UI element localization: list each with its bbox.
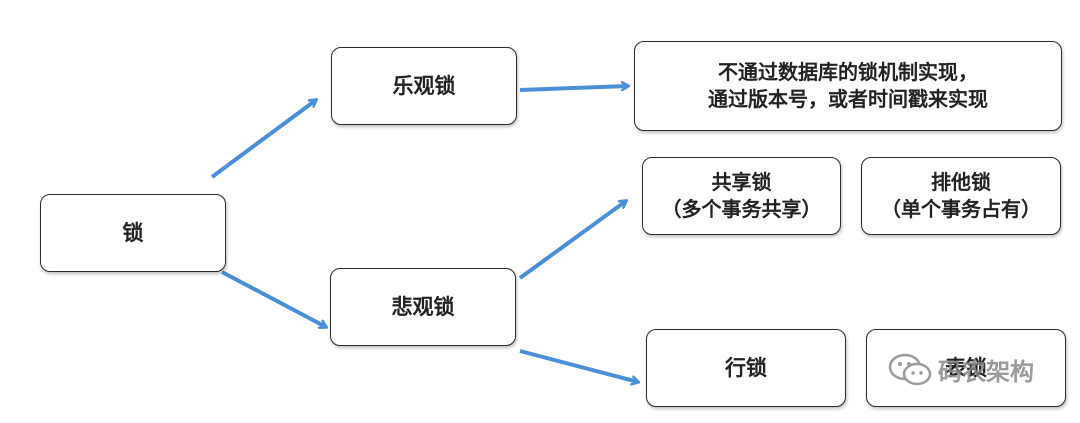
arrow-pessimistic-to-row <box>519 349 638 382</box>
arrow-lock-to-pessimistic <box>221 270 326 327</box>
node-optimistic-lock-label: 乐观锁 <box>392 73 456 98</box>
node-table-lock-label: 表锁 <box>945 355 987 380</box>
shared-lock-line-2: （多个事务共享） <box>661 197 822 221</box>
exclusive-lock-line-2: （单个事务占有） <box>881 197 1041 221</box>
optimistic-description-line-1: 不通过数据库的锁机制实现， <box>718 60 978 84</box>
wechat-icon <box>888 353 932 385</box>
arrow-optimistic-to-desc <box>519 86 628 92</box>
watermark-text: 码农架构 <box>938 358 1034 386</box>
optimistic-description-line-2: 通过版本号，或者时间戳来实现 <box>708 87 988 111</box>
node-row-lock-label: 行锁 <box>725 355 767 380</box>
node-exclusive-lock: 排他锁 （单个事务占有） <box>861 157 1061 235</box>
node-lock: 锁 <box>40 194 226 272</box>
node-pessimistic-lock-label: 悲观锁 <box>391 294 455 319</box>
node-table-lock: 表锁 <box>866 329 1066 407</box>
shared-lock-line-1: 共享锁 <box>711 170 772 194</box>
node-row-lock: 行锁 <box>646 329 846 407</box>
exclusive-lock-line-1: 排他锁 <box>931 170 991 194</box>
arrow-pessimistic-to-shared <box>518 201 626 280</box>
arrow-lock-to-optimistic <box>210 100 316 179</box>
node-optimistic-description: 不通过数据库的锁机制实现， 通过版本号，或者时间戳来实现 <box>634 41 1062 131</box>
node-optimistic-lock: 乐观锁 <box>331 47 517 125</box>
node-shared-lock: 共享锁 （多个事务共享） <box>642 157 841 235</box>
node-lock-label: 锁 <box>122 220 144 245</box>
node-pessimistic-lock: 悲观锁 <box>330 268 516 346</box>
watermark: 码农架构 <box>888 352 1034 387</box>
